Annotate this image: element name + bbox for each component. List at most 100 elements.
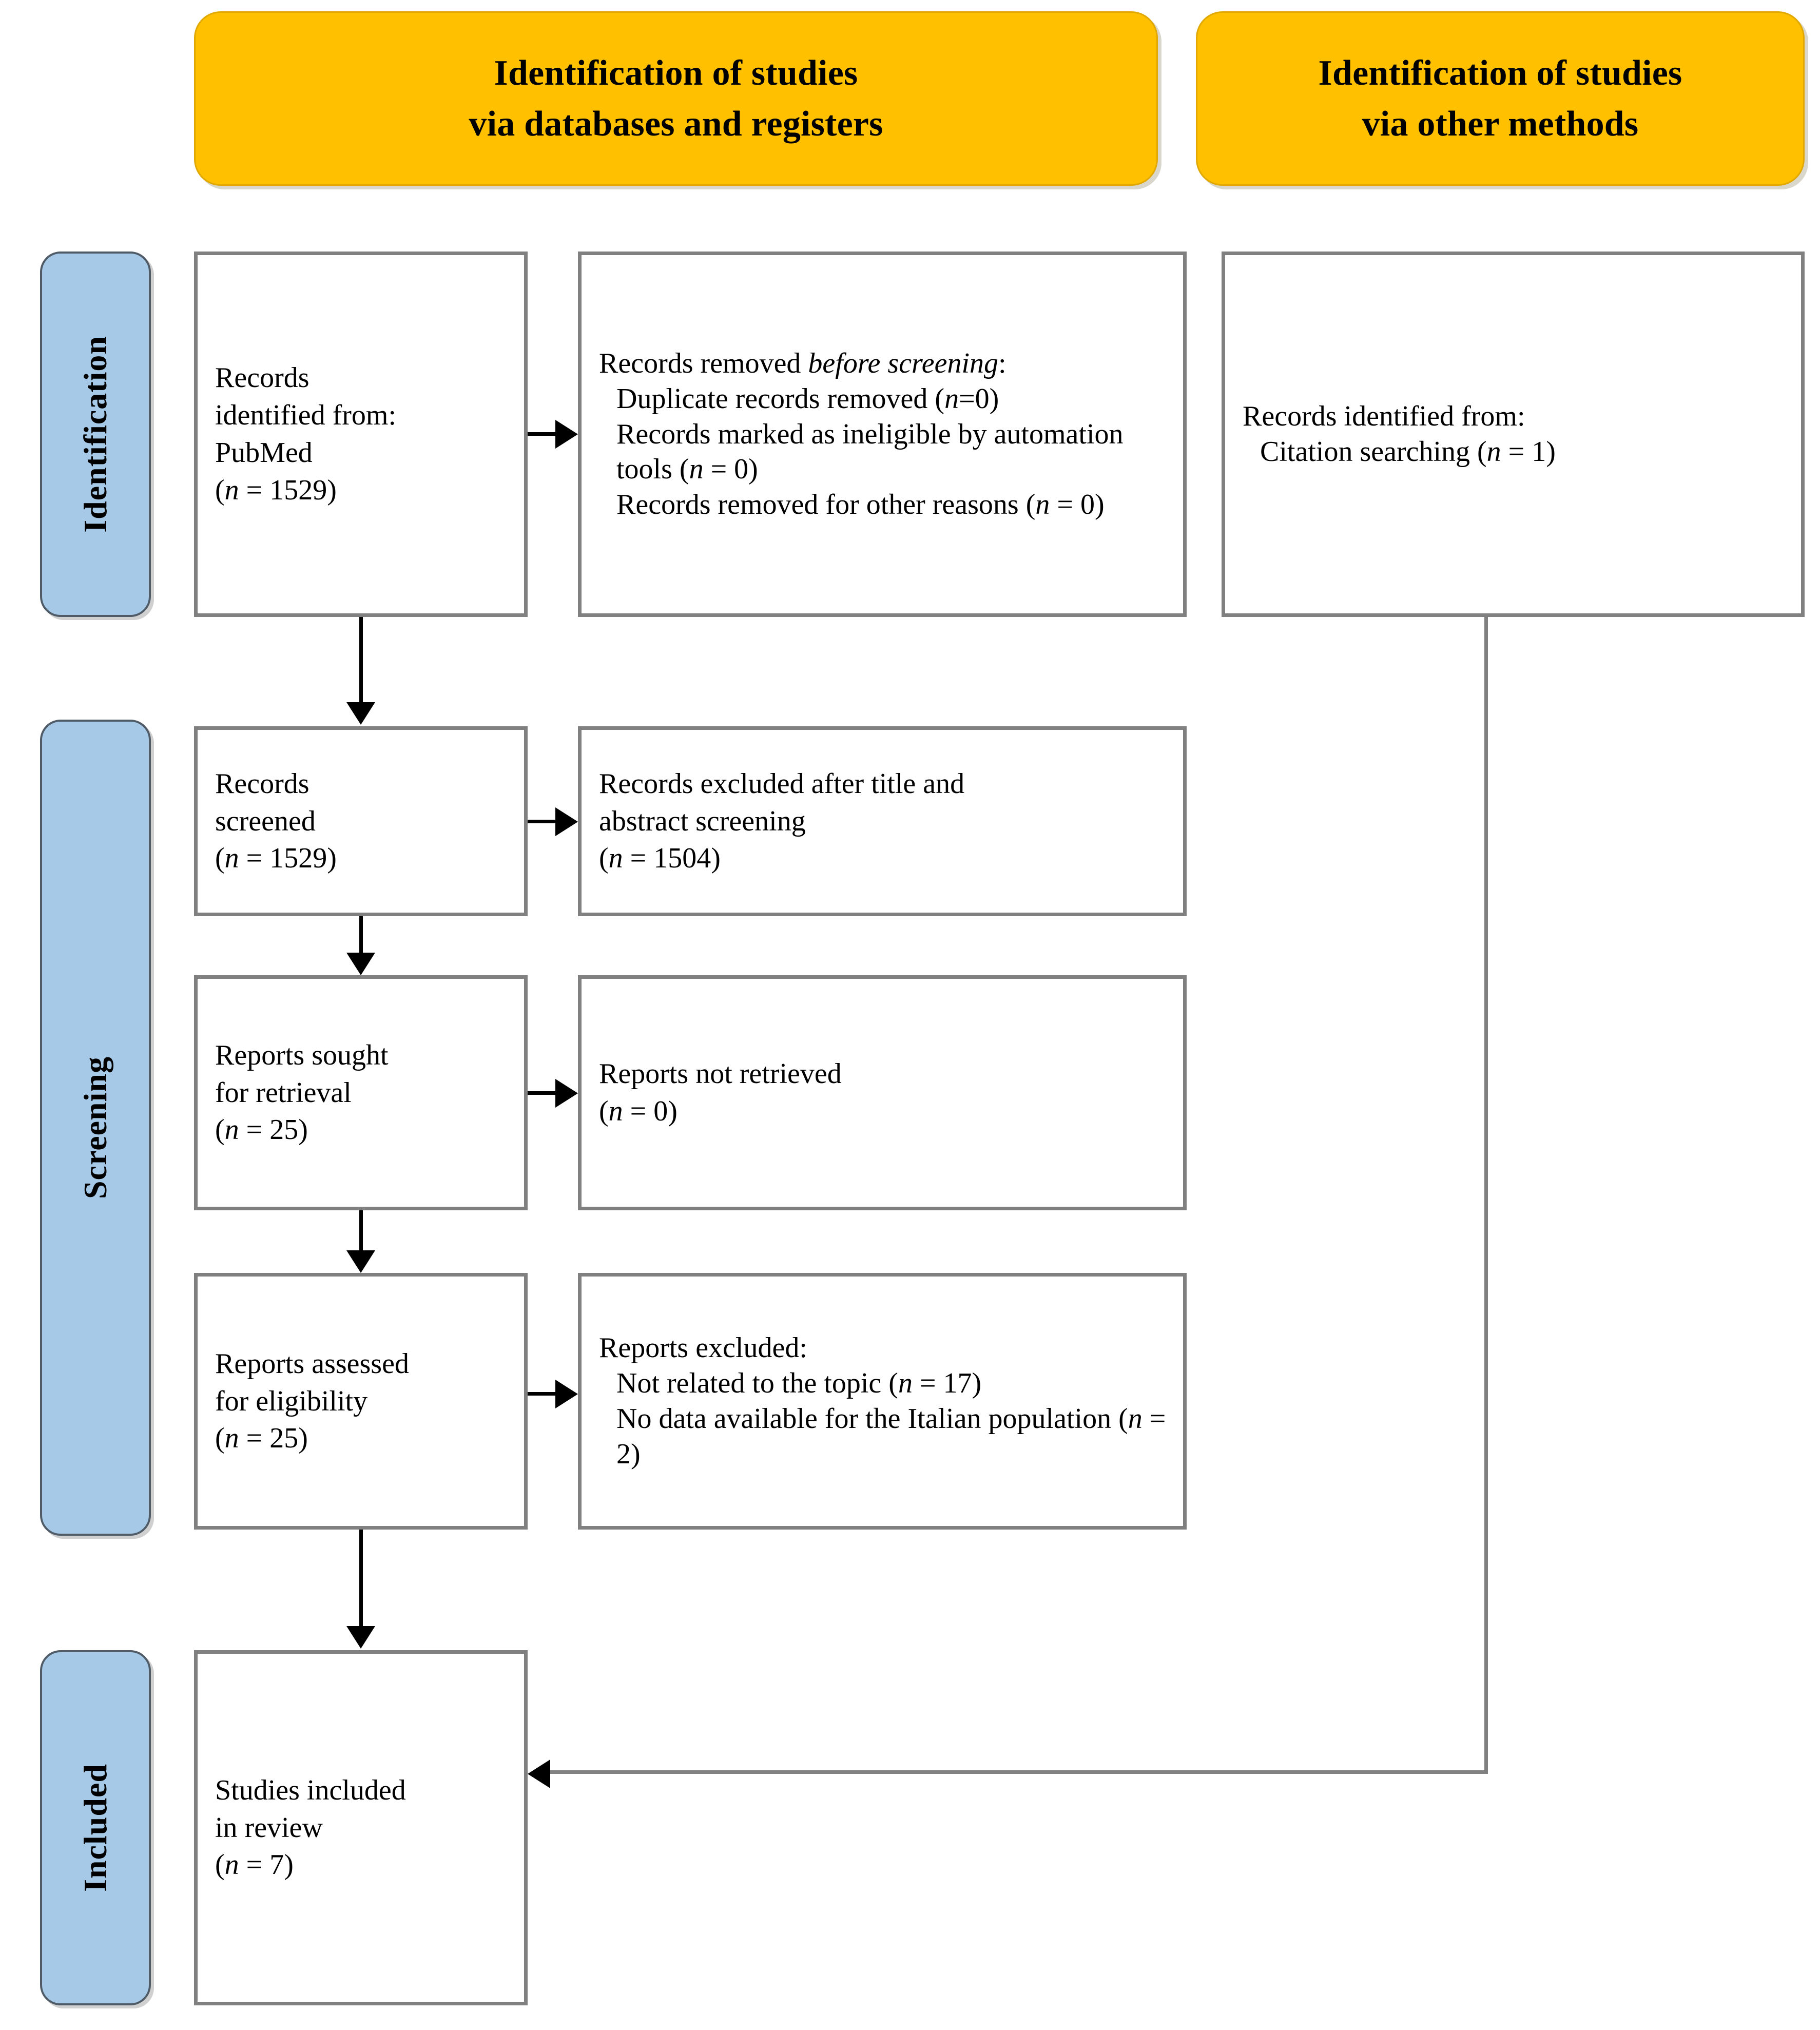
stage-included-text: Included (77, 1764, 113, 1892)
records-removed-heading-plain: Records removed (599, 347, 808, 379)
reports-excluded-heading: Reports excluded: (599, 1332, 807, 1364)
item1-text: Duplicate records removed ( (616, 382, 945, 415)
item2-value: = 2) (616, 1403, 1166, 1470)
citation-line2: Citation searching (n = 1) (1243, 434, 1788, 470)
box-citation-identified: Records identified from: Citation search… (1222, 252, 1805, 617)
n-symbol: n (224, 474, 239, 506)
studies-included-line2: in review (215, 1811, 323, 1844)
box-records-removed-before-screening: Records removed before screening: Duplic… (578, 252, 1187, 617)
box-studies-included: Studies included in review (n = 7) (194, 1650, 528, 2005)
records-identified-count: (n = 1529) (215, 474, 337, 506)
records-removed-text: Records removed before screening: Duplic… (582, 346, 1183, 523)
reports-excluded-item2: No data available for the Italian popula… (599, 1401, 1170, 1472)
box-records-screened: Records screened (n = 1529) (194, 726, 528, 916)
n-symbol: n (224, 1849, 239, 1881)
records-removed-heading-italic: before screening (808, 347, 999, 379)
connector-assessed-to-included (359, 1530, 363, 1628)
item1-value: = 17) (912, 1367, 982, 1400)
box-records-identified: Records identified from: PubMed (n = 152… (194, 252, 528, 617)
n-value: = 25) (239, 1114, 308, 1146)
box-reports-sought: Reports sought for retrieval (n = 25) (194, 975, 528, 1210)
n-symbol: n (224, 1422, 239, 1455)
records-screened-text: Records screened (n = 1529) (198, 765, 524, 877)
records-excluded-line2: abstract screening (599, 805, 806, 837)
stage-label-identification: Identification (40, 252, 151, 617)
citation-line2-text: Citation searching ( (1260, 436, 1487, 468)
records-removed-item1: Duplicate records removed (n=0) (599, 381, 1170, 417)
records-removed-heading: Records removed before screening: (599, 347, 1006, 379)
citation-line2-n: n (1486, 436, 1501, 468)
records-screened-count: (n = 1529) (215, 842, 337, 875)
n-value: = 25) (239, 1422, 308, 1455)
reports-sought-text: Reports sought for retrieval (n = 25) (198, 1037, 524, 1149)
records-excluded-text: Records excluded after title and abstrac… (582, 765, 1183, 877)
connector-assessed-to-excluded (528, 1392, 556, 1396)
item1-text: Not related to the topic ( (616, 1367, 898, 1400)
records-screened-line1: Records (215, 767, 309, 800)
item3-text: Records removed for other reasons ( (616, 489, 1036, 521)
stage-identification-text: Identification (77, 336, 113, 533)
arrowhead-assessed-to-excluded (555, 1380, 578, 1408)
connector-sought-to-assessed (359, 1210, 363, 1253)
n-symbol: n (224, 842, 239, 875)
banner-databases-registers: Identification of studies via databases … (194, 11, 1158, 186)
item3-n: n (1035, 489, 1050, 521)
stage-screening-text: Screening (77, 1056, 113, 1200)
item2-text: No data available for the Italian popula… (616, 1403, 1128, 1435)
banner-right-line2: via other methods (1362, 104, 1639, 144)
reports-excluded-text: Reports excluded: Not related to the top… (582, 1330, 1183, 1472)
citation-identified-text: Records identified from: Citation search… (1225, 399, 1801, 470)
records-excluded-count: (n = 1504) (599, 842, 721, 875)
box-reports-excluded: Reports excluded: Not related to the top… (578, 1273, 1187, 1530)
banner-left-line1: Identification of studies (494, 53, 858, 93)
connector-citation-vertical (1484, 617, 1488, 1774)
reports-sought-count: (n = 25) (215, 1114, 308, 1146)
studies-included-text: Studies included in review (n = 7) (198, 1772, 524, 1884)
box-reports-assessed: Reports assessed for eligibility (n = 25… (194, 1273, 528, 1530)
records-excluded-line1: Records excluded after title and (599, 767, 965, 800)
records-identified-line3: PubMed (215, 437, 313, 469)
arrowhead-assessed-to-included (346, 1626, 375, 1649)
connector-citation-horizontal (544, 1770, 1488, 1774)
connector-sought-to-not-retrieved (528, 1091, 556, 1095)
reports-not-retrieved-text: Reports not retrieved (n = 0) (582, 1055, 1183, 1130)
records-identified-line1: Records (215, 362, 309, 394)
n-value: = 7) (239, 1849, 294, 1881)
item2-value: = 0) (703, 453, 758, 486)
banner-other-methods: Identification of studies via other meth… (1196, 11, 1805, 186)
reports-assessed-text: Reports assessed for eligibility (n = 25… (198, 1345, 524, 1457)
box-reports-not-retrieved: Reports not retrieved (n = 0) (578, 975, 1187, 1210)
n-symbol: n (608, 1095, 623, 1127)
connector-identified-to-screened (359, 617, 363, 705)
reports-not-retrieved-line1: Reports not retrieved (599, 1058, 842, 1090)
reports-sought-line1: Reports sought (215, 1039, 389, 1071)
stage-label-screening: Screening (40, 720, 151, 1536)
arrowhead-citation-to-included (528, 1760, 550, 1788)
studies-included-line1: Studies included (215, 1774, 406, 1806)
item1-n: n (944, 382, 959, 415)
reports-excluded-item1: Not related to the topic (n = 17) (599, 1366, 1170, 1401)
item1-value: =0) (959, 382, 999, 415)
arrowhead-screened-to-excluded (555, 807, 578, 836)
records-identified-text: Records identified from: PubMed (n = 152… (198, 359, 524, 509)
connector-identified-to-removed (528, 432, 556, 436)
arrowhead-identified-to-screened (346, 702, 375, 725)
arrowhead-sought-to-assessed (346, 1250, 375, 1273)
banner-left-line2: via databases and registers (469, 104, 883, 144)
item1-n: n (898, 1367, 913, 1400)
stage-label-included: Included (40, 1650, 151, 2005)
connector-screened-to-sought (359, 916, 363, 956)
item2-n: n (1128, 1403, 1143, 1435)
item2-n: n (689, 453, 704, 486)
item2-text: Records marked as ineligible by automati… (616, 418, 1124, 486)
reports-not-retrieved-count: (n = 0) (599, 1095, 677, 1127)
records-removed-item2: Records marked as ineligible by automati… (599, 417, 1170, 488)
reports-assessed-count: (n = 25) (215, 1422, 308, 1455)
box-records-excluded: Records excluded after title and abstrac… (578, 726, 1187, 916)
arrowhead-identified-to-removed (555, 420, 578, 449)
n-value: = 1529) (239, 474, 337, 506)
item3-value: = 0) (1050, 489, 1105, 521)
n-symbol: n (224, 1114, 239, 1146)
records-removed-heading-colon: : (998, 347, 1006, 379)
